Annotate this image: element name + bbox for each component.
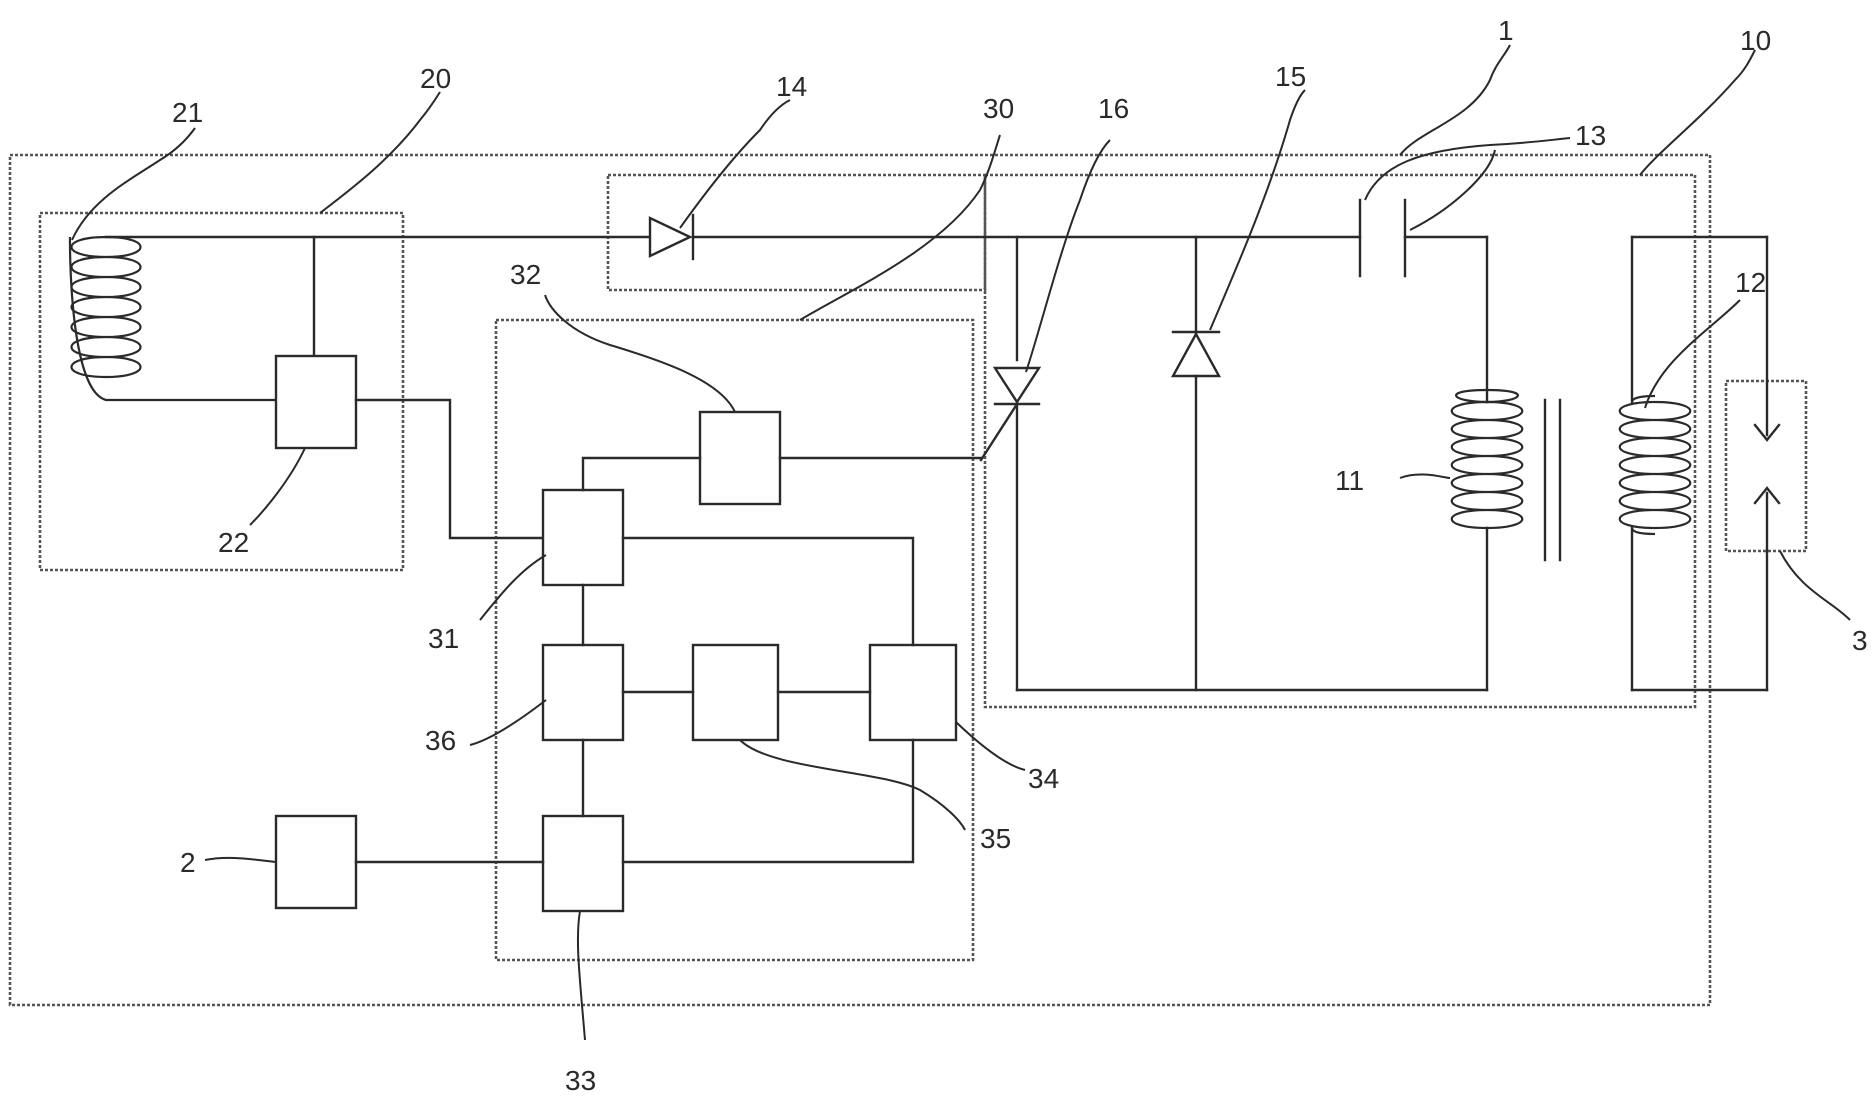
- ref-3: 3: [1852, 625, 1868, 656]
- ref-16: 16: [1098, 93, 1129, 124]
- ref-36: 36: [425, 725, 456, 756]
- leader-14: [680, 100, 790, 228]
- ref-30: 30: [983, 93, 1014, 124]
- spark-gap-3: [1755, 425, 1779, 503]
- ref-12: 12: [1735, 267, 1766, 298]
- frame-discharge-section-10: [985, 175, 1695, 707]
- wire-31-32: [583, 458, 700, 490]
- block-32: [700, 412, 780, 504]
- ref-1: 1: [1498, 15, 1514, 46]
- leader-2: [205, 858, 276, 862]
- ref-21: 21: [172, 97, 203, 128]
- ref-2: 2: [180, 847, 196, 878]
- wire-31-34: [623, 538, 913, 645]
- detector-22: [276, 356, 356, 448]
- leader-34: [956, 722, 1025, 770]
- leader-12: [1645, 300, 1740, 408]
- leader-13b: [1410, 150, 1495, 230]
- leader-30: [800, 135, 1000, 320]
- sensor-coil-21: [70, 237, 276, 400]
- block-33: [543, 816, 623, 911]
- leader-32: [545, 295, 735, 412]
- leader-36: [470, 700, 546, 745]
- ref-20: 20: [420, 63, 451, 94]
- detector-to-31: [356, 400, 543, 538]
- block-31: [543, 490, 623, 585]
- leader-1: [1400, 45, 1510, 155]
- secondary-coil-12: [1620, 396, 1691, 534]
- ref-31: 31: [428, 623, 459, 654]
- leader-3: [1780, 551, 1850, 620]
- wire-33-34: [623, 740, 913, 862]
- diode-14: [650, 215, 693, 259]
- external-unit-2: [276, 816, 356, 908]
- leader-35: [740, 740, 965, 830]
- primary-coil-11: [1452, 390, 1523, 528]
- diode-15: [1173, 332, 1219, 376]
- leader-31: [480, 555, 546, 620]
- ref-11: 11: [1335, 465, 1364, 496]
- block-36: [543, 645, 623, 740]
- leader-15: [1210, 90, 1305, 330]
- thyristor-16: [981, 368, 1039, 460]
- ref-35: 35: [980, 823, 1011, 854]
- leader-20: [320, 92, 440, 213]
- leader-22: [250, 448, 305, 525]
- block-35: [693, 645, 778, 740]
- ref-32: 32: [510, 259, 541, 290]
- transformer-core: [1545, 400, 1560, 560]
- leader-21: [72, 128, 195, 240]
- ref-15: 15: [1275, 61, 1306, 92]
- ref-34: 34: [1028, 763, 1059, 794]
- capacitor-13: [1360, 200, 1405, 276]
- ref-14: 14: [776, 71, 807, 102]
- leader-11: [1400, 474, 1450, 478]
- ref-10: 10: [1740, 25, 1771, 56]
- ref-22: 22: [218, 527, 249, 558]
- ref-13: 13: [1575, 120, 1606, 151]
- block-34: [870, 645, 956, 740]
- leader-33: [578, 911, 585, 1040]
- outer-frame-device-1: [10, 155, 1710, 1005]
- ref-33: 33: [565, 1065, 596, 1096]
